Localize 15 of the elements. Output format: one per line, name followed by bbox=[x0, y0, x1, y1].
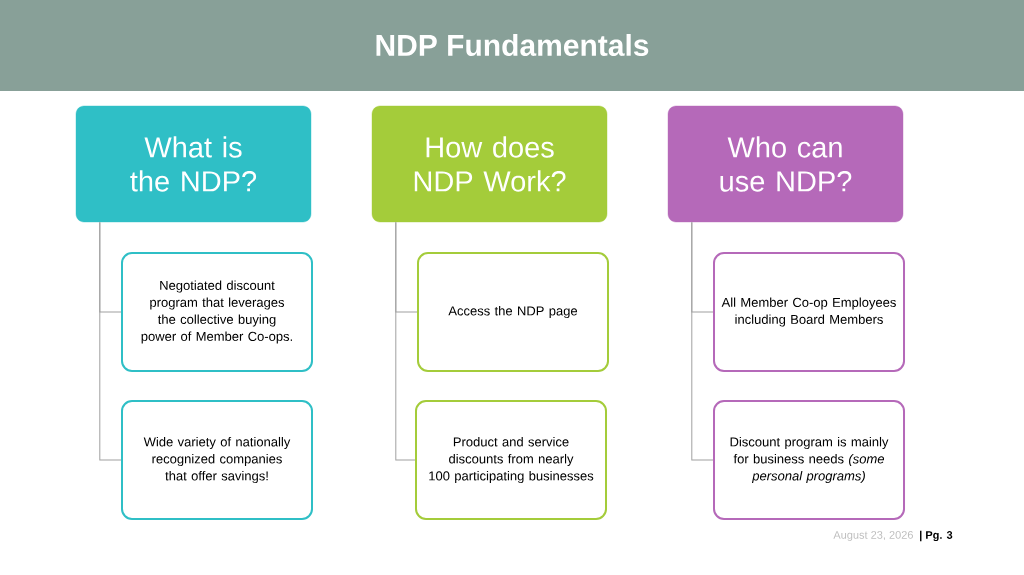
connector-line bbox=[691, 221, 714, 461]
text-box: Negotiated discount program that leverages the collective buying power of Member Co-ops. bbox=[121, 252, 313, 372]
date-text: August 23, 2026 bbox=[833, 531, 913, 541]
heading-box: What is the NDP? bbox=[75, 105, 312, 223]
page-number: | Pg. 3 bbox=[920, 530, 953, 542]
heading-box: Who can use NDP? bbox=[667, 105, 904, 223]
slide-title: NDP Fundamentals bbox=[376, 34, 649, 56]
heading-box: How does NDP Work? bbox=[371, 105, 608, 223]
text-box: Wide variety of nationally recognized companies that offer savings! bbox=[121, 400, 313, 520]
connector-line bbox=[99, 221, 122, 461]
text-box: Access the NDP page bbox=[417, 252, 609, 372]
connector-line bbox=[395, 221, 416, 461]
text-box: All Member Co-op Employees including Board Members bbox=[713, 252, 905, 372]
text-box: Discount program is mainly for business needs (some personal programs) bbox=[713, 400, 905, 520]
text-box: Product and service discounts from nearly 100 participating businesses bbox=[415, 400, 607, 520]
